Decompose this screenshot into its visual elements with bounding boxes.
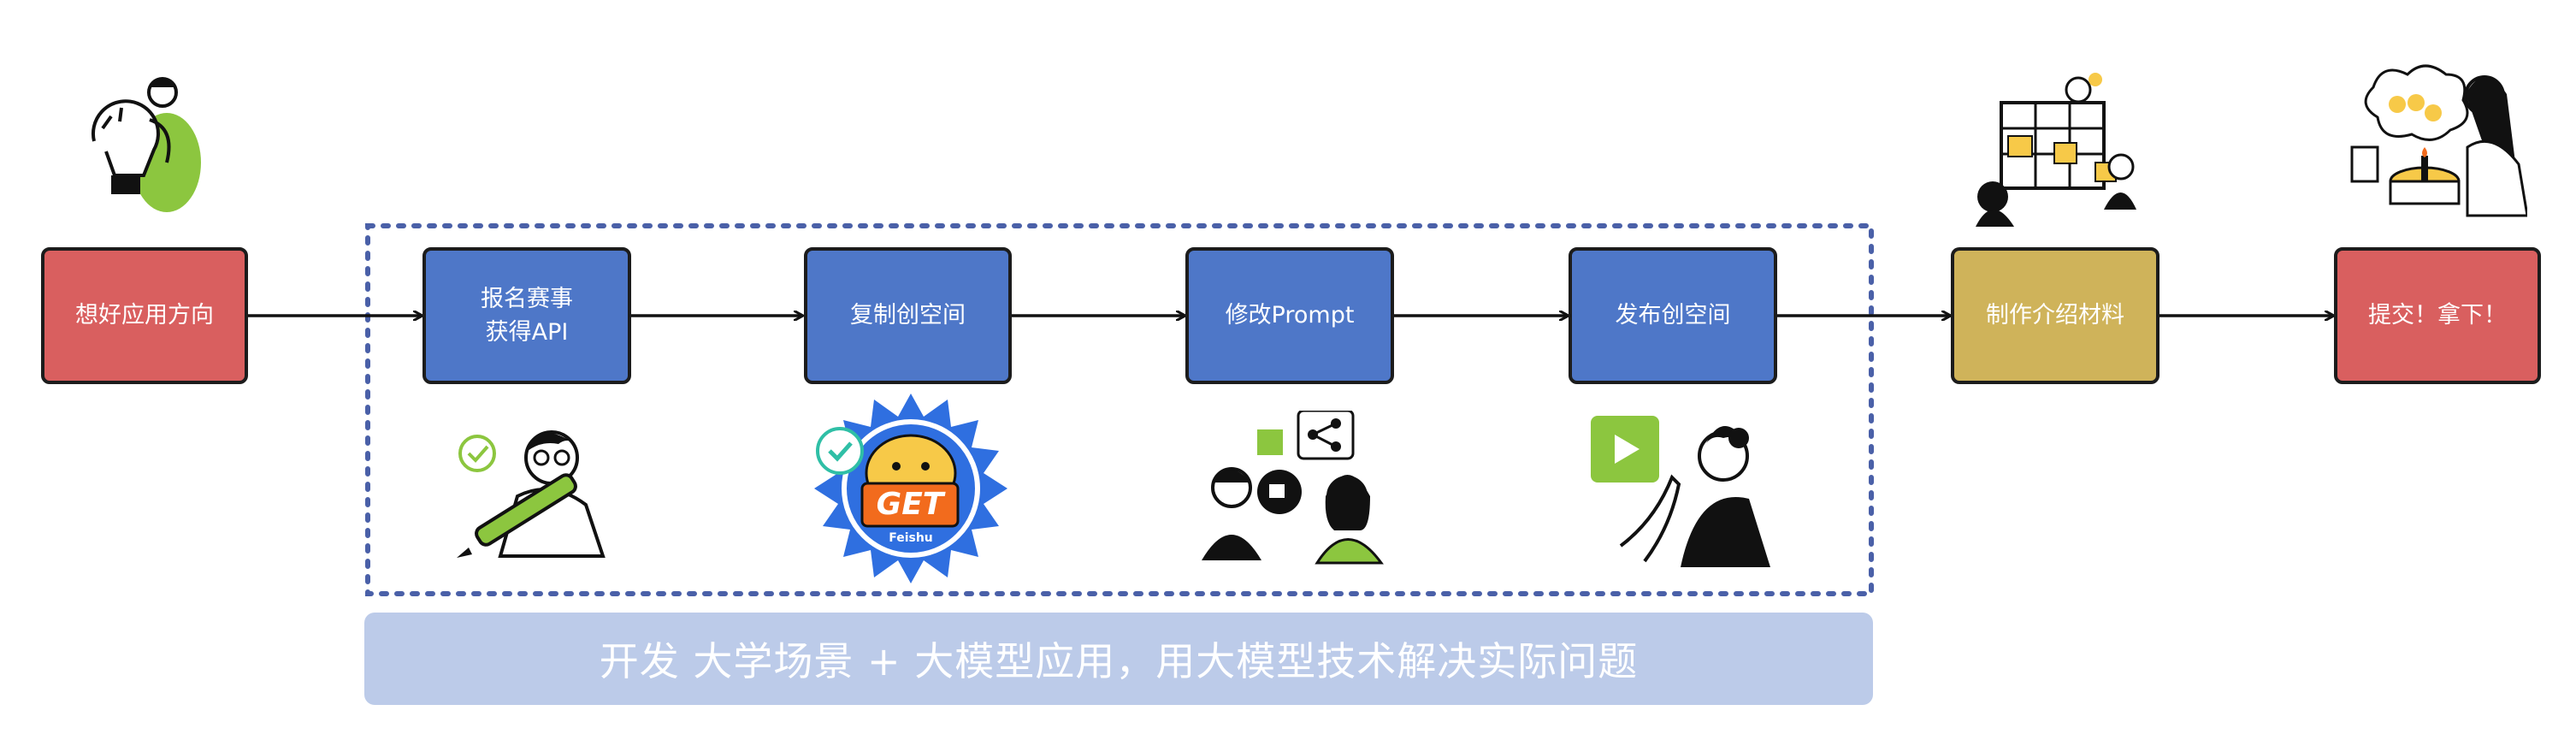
node-register-line2: 获得API: [485, 319, 569, 346]
badge-subtext: Feishu: [889, 531, 933, 545]
node-copy-label: 复制创空间: [850, 302, 966, 329]
thinking-person-lightbulb-icon: [91, 77, 201, 212]
summary-banner-text: 开发 大学场景 + 大模型应用，用大模型技术解决实际问题: [599, 638, 1639, 684]
get-sun-badge-icon: GET Feishu: [814, 394, 1007, 583]
node-materials-label: 制作介绍材料: [1986, 302, 2124, 329]
node-submit-label: 提交！拿下！: [2368, 302, 2507, 329]
node-idea-label: 想好应用方向: [75, 302, 214, 329]
node-submit: 提交！拿下！: [2334, 247, 2541, 384]
people-with-notes-board-icon: [1976, 73, 2136, 227]
node-register-line1: 报名赛事: [481, 285, 573, 312]
node-idea: 想好应用方向: [41, 247, 248, 384]
node-publish: 发布创空间: [1569, 247, 1777, 384]
node-publish-label: 发布创空间: [1615, 302, 1731, 329]
node-copy: 复制创空间: [804, 247, 1012, 384]
summary-banner: 开发 大学场景 + 大模型应用，用大模型技术解决实际问题: [364, 613, 1873, 705]
person-holding-pencil-icon: [457, 430, 606, 558]
node-prompt-label: 修改Prompt: [1225, 302, 1355, 329]
node-prompt: 修改Prompt: [1185, 247, 1394, 384]
group-frame: [365, 223, 1874, 596]
person-tapping-play-icon: [1591, 416, 1770, 567]
people-video-call-share-icon: [1202, 411, 1384, 565]
node-materials: 制作介绍材料: [1951, 247, 2159, 384]
node-register: 报名赛事 获得API: [422, 247, 631, 384]
good-job-celebration-icon: [2350, 64, 2527, 217]
badge-text: GET: [877, 487, 946, 522]
